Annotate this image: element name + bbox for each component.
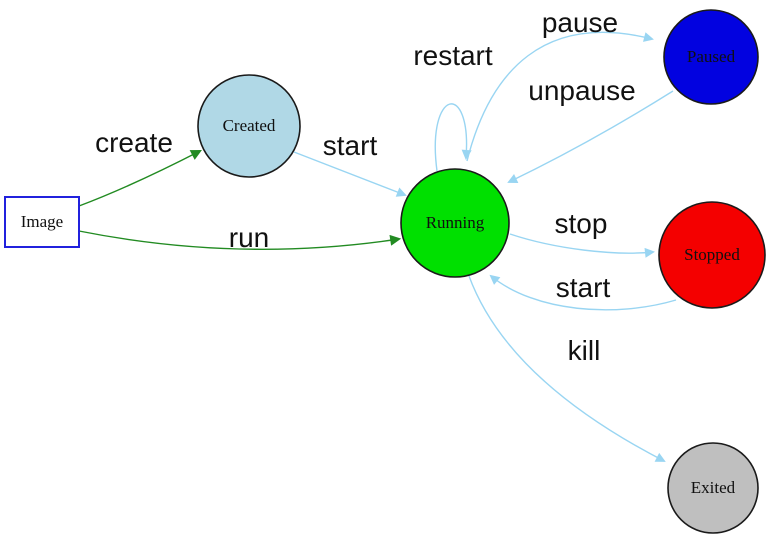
edge-label-start-stopped-running: start <box>556 272 611 303</box>
node-stopped: Stopped <box>658 201 766 309</box>
node-shape-running <box>400 168 510 278</box>
edge-labels-layer: create run start restart pause unpause stop sta… <box>95 7 636 366</box>
edge-label-kill: kill <box>568 335 601 366</box>
node-label-image: Image <box>21 212 63 231</box>
edge-restart <box>434 103 472 172</box>
node-label-created: Created <box>223 116 276 135</box>
node-image: Image <box>4 196 80 248</box>
node-shape-paused <box>663 9 759 105</box>
node-label-stopped: Stopped <box>684 245 740 264</box>
node-running: Running <box>400 168 510 278</box>
edge-label-stop: stop <box>555 208 608 239</box>
edge-label-run: run <box>229 222 269 253</box>
node-shape-created <box>197 74 301 178</box>
node-shape-stopped <box>658 201 766 309</box>
node-label-exited: Exited <box>691 478 736 497</box>
node-paused: Paused <box>663 9 759 105</box>
edge-create <box>78 149 202 207</box>
edge-start-stopped-running <box>489 274 677 311</box>
edge-kill <box>468 275 666 462</box>
edge-run <box>78 230 402 250</box>
edge-label-restart: restart <box>413 40 493 71</box>
edge-label-pause: pause <box>542 7 618 38</box>
node-shape-image <box>4 196 80 248</box>
node-label-paused: Paused <box>687 47 736 66</box>
edge-label-start-created-running: start <box>323 130 378 161</box>
edge-label-create: create <box>95 127 173 158</box>
edge-pause <box>466 31 654 162</box>
node-label-running: Running <box>426 213 485 232</box>
edges-layer <box>78 31 677 462</box>
edge-start-created-running <box>293 151 407 197</box>
edge-unpause <box>507 90 674 184</box>
node-shape-exited <box>667 442 759 534</box>
edge-label-unpause: unpause <box>528 75 635 106</box>
edge-stop <box>509 233 655 258</box>
node-created: Created <box>197 74 301 178</box>
node-exited: Exited <box>667 442 759 534</box>
